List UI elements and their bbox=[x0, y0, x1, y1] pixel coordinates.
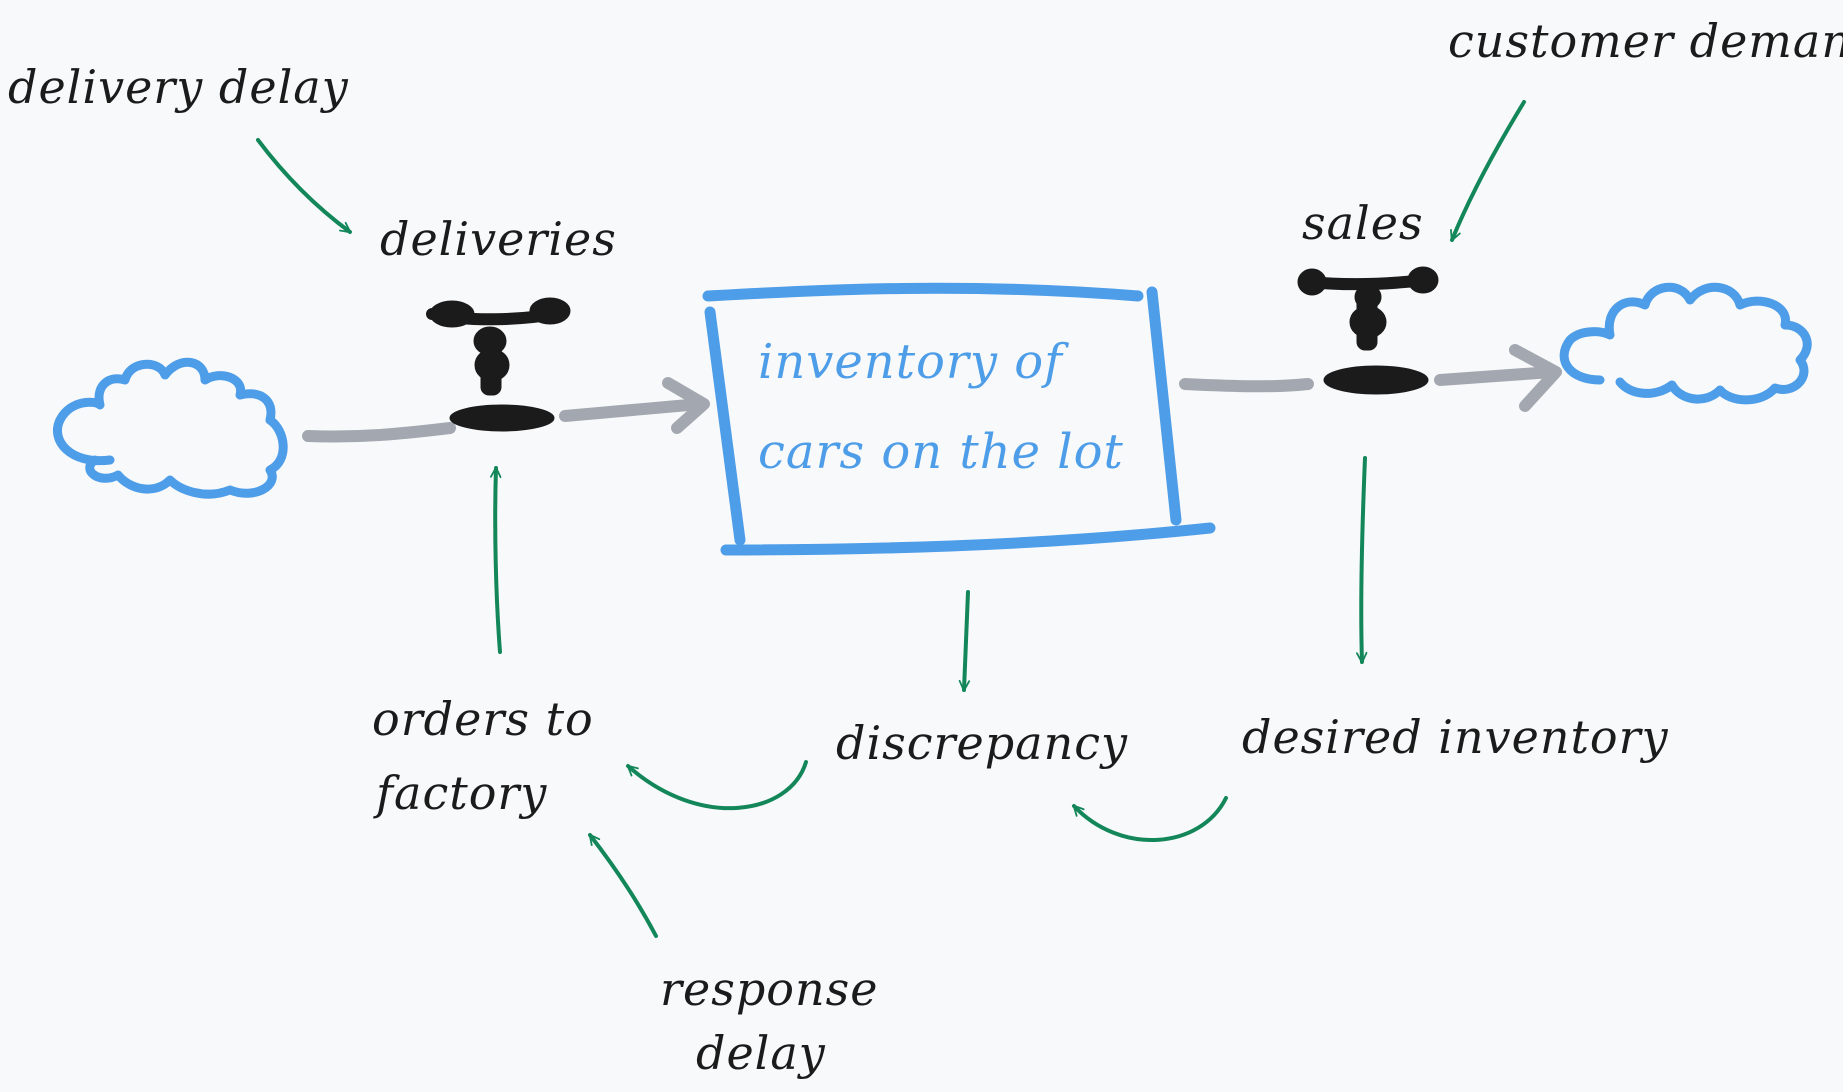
info-links bbox=[256, 100, 1526, 938]
link-discrepancy-to-orders bbox=[626, 760, 808, 811]
response-delay-label-line1: response bbox=[660, 962, 879, 1016]
link-stock-to-discrepancy bbox=[958, 590, 971, 692]
orders-to-factory-label-line2: factory bbox=[376, 766, 548, 820]
source-cloud-icon bbox=[53, 357, 288, 499]
inflow-valve-icon bbox=[426, 297, 571, 432]
link-delivery-delay bbox=[256, 138, 352, 234]
stock-label-line2: cars on the lot bbox=[758, 424, 1124, 480]
customer-demand-label: customer demand bbox=[1448, 14, 1843, 68]
desired-inventory-label: desired inventory bbox=[1242, 710, 1669, 764]
stock-box bbox=[702, 282, 1216, 556]
response-delay-label-line2: delay bbox=[696, 1026, 826, 1080]
link-sales-to-desired bbox=[1356, 456, 1368, 664]
link-customer-demand bbox=[1450, 100, 1526, 242]
deliveries-label: deliveries bbox=[380, 212, 617, 266]
sales-label: sales bbox=[1302, 196, 1424, 250]
link-response-delay bbox=[588, 833, 658, 938]
stock-label-line1: inventory of bbox=[758, 334, 1063, 390]
link-desired-to-discrepancy bbox=[1072, 796, 1228, 843]
discrepancy-label: discrepancy bbox=[836, 716, 1128, 770]
outflow-valve-icon bbox=[1297, 266, 1439, 395]
link-orders-to-deliveries bbox=[490, 466, 502, 654]
inflow-pipe bbox=[302, 377, 710, 443]
outflow-pipe bbox=[1179, 344, 1562, 412]
delivery-delay-label: delivery delay bbox=[8, 60, 349, 114]
orders-to-factory-label-line1: orders to bbox=[372, 692, 594, 746]
sink-cloud-icon bbox=[1559, 282, 1812, 405]
